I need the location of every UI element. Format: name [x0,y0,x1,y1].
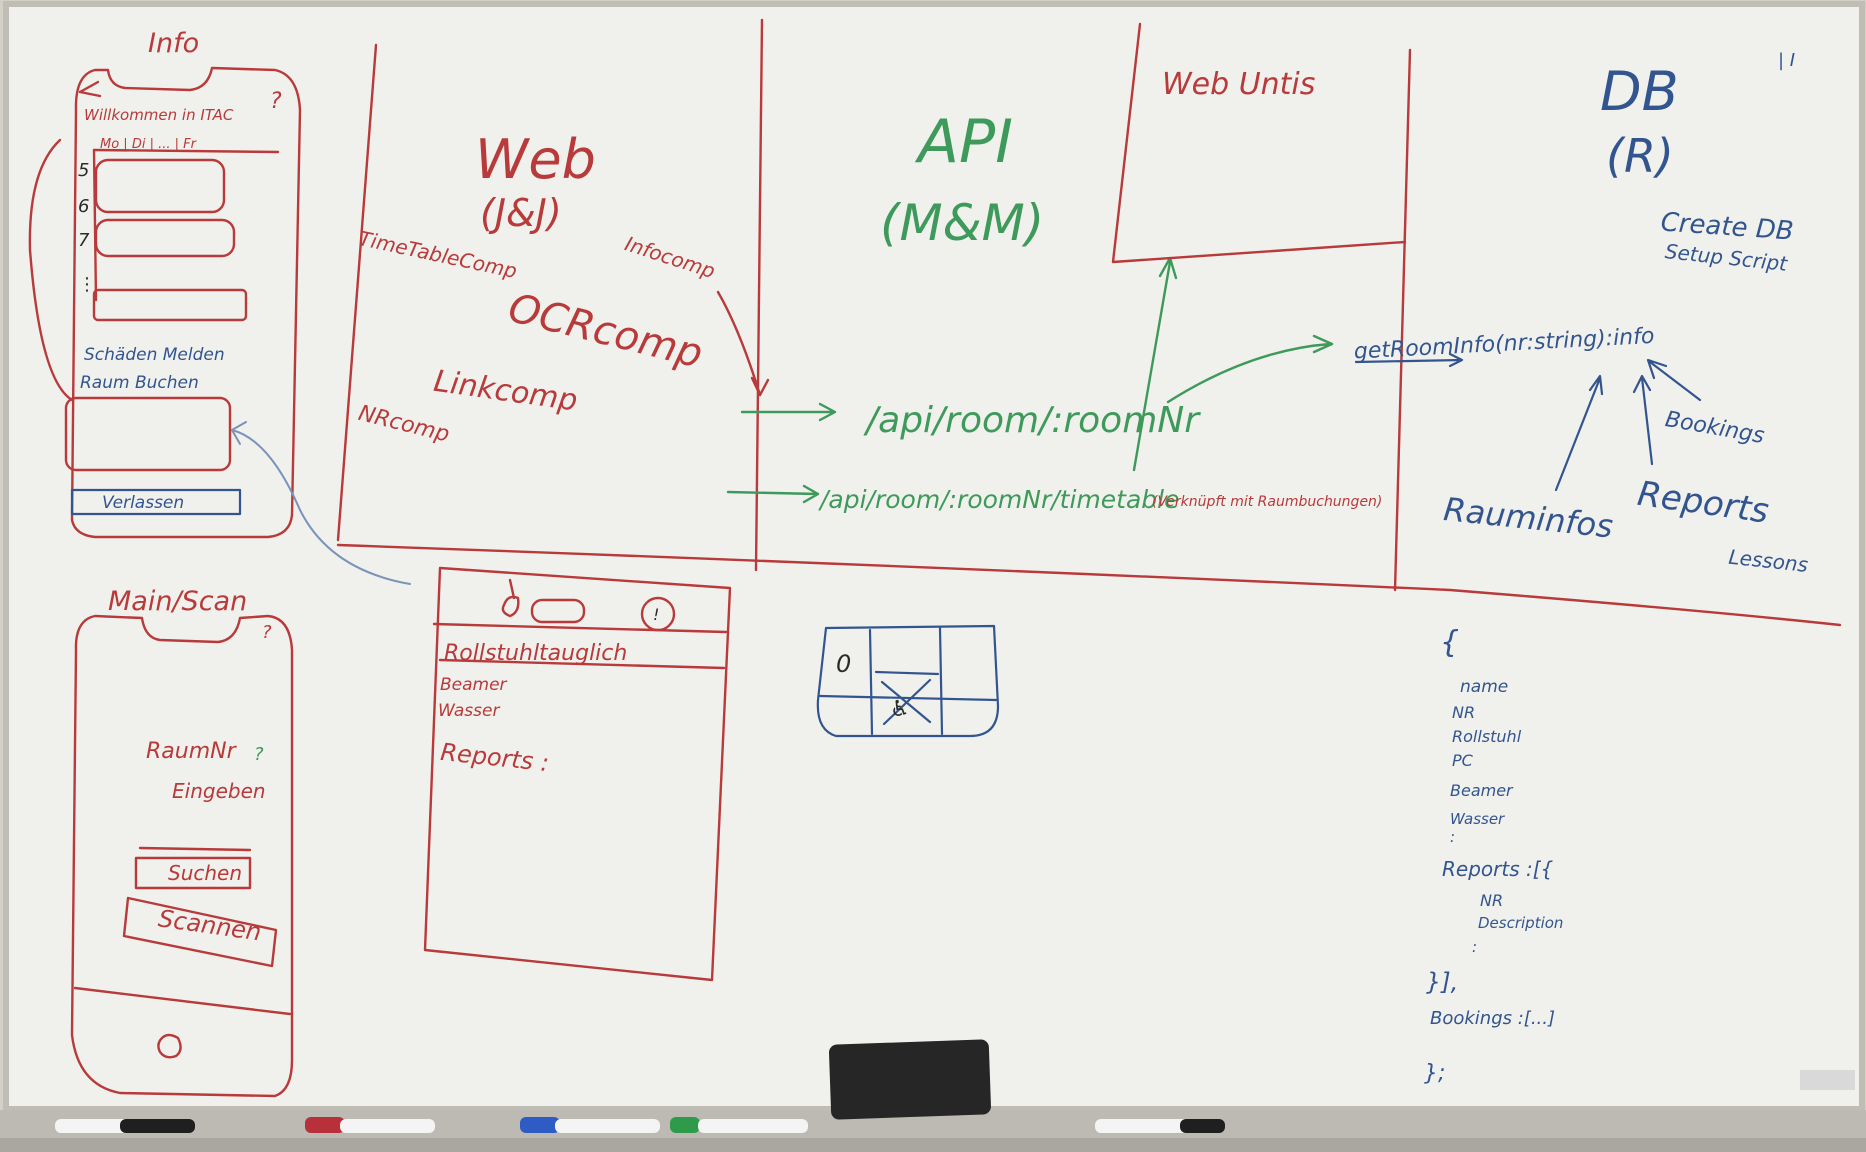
main-phone-sketch [70,614,294,1098]
tray-shadow [0,1138,1866,1152]
json-line-reports: Reports :[{ [1442,857,1554,881]
json-line-rollstuhl: Rollstuhl [1452,727,1522,746]
feature-icons-sketch [816,624,1000,738]
blue-marker [520,1117,660,1133]
room-endpoint: /api/room/:roomNr [863,400,1201,441]
room-detail-connector [231,429,411,585]
period-6: 6 [78,196,89,217]
timetable-note: (Verknüpft mit Raumbuchungen) [1152,494,1382,510]
svg-text:?: ? [254,744,264,765]
book-room-label: Raum Buchen [80,373,199,393]
json-line-report-nr: NR [1480,891,1503,910]
webuntis-title: Web Untis [1162,67,1315,102]
svg-text:?: ? [270,89,282,114]
web-title: Web [475,128,596,191]
svg-text:| I: | I [1778,50,1795,71]
timetable-endpoint: /api/room/:roomNr/timetable [818,485,1179,514]
web-owner: (J&J) [480,191,562,235]
board-brand-label [1800,1070,1855,1090]
info-welcome-text: Willkommen in ITAC [84,106,234,124]
json-line-description: Description [1478,914,1563,932]
webuntis-box [1111,22,1407,264]
json-line-reports-close: }], [1426,968,1458,996]
json-line-name: name [1460,677,1508,697]
api-title: API [914,107,1013,177]
api-to-db-arrow [1166,334,1334,404]
infocomp-arrow [716,290,762,397]
json-line-report-dots: : [1472,938,1477,956]
eraser [828,1039,991,1120]
info-title: Info [148,28,199,59]
json-structure: { name NR Rollstuhl PC Beamer Wasser : R… [1424,625,1563,1086]
timetable-endpoint-arrow [726,484,820,504]
water-drop-icon: 0 [836,650,851,678]
period-7: 7 [78,230,90,251]
json-line-nr: NR [1452,703,1475,722]
main-scan-title: Main/Scan [108,586,247,617]
alert-icon: ! [653,605,659,624]
feature-water: Wasser [438,701,500,721]
json-line-dots: : [1450,828,1455,846]
json-line-beamer: Beamer [1450,781,1514,800]
feature-wheelchair: Rollstuhltauglich [444,641,627,666]
json-line-wasser: Wasser [1450,810,1505,828]
period-more: ⋮ [78,274,96,295]
info-phone-sketch [28,66,302,539]
wheelchair-icon: ♿ [890,697,910,722]
json-line-close: }; [1424,1061,1445,1086]
rauminfos-arrow [1554,374,1604,492]
info-weekday-header: Mo | Di | ... | Fr [100,137,198,152]
api-owner: (M&M) [880,194,1044,252]
search-button: Suchen [168,861,242,885]
json-line-open: { [1440,625,1459,660]
period-5: 5 [78,160,89,181]
room-detail-sketch [423,566,732,982]
green-marker [670,1117,808,1133]
feature-beamer: Beamer [440,675,508,695]
section-dividers [336,18,1842,627]
enter-label: Eingeben [172,779,266,803]
black-marker [55,1119,195,1133]
room-endpoint-arrow [740,402,837,422]
db-owner: (R) [1606,129,1674,183]
second-black-marker [1095,1119,1225,1133]
json-line-bookings: Bookings :[...] [1430,1008,1555,1029]
bookings-arrow [1646,358,1702,402]
leave-button: Verlassen [102,493,184,513]
svg-text:?: ? [262,622,272,643]
report-damage-label: Schäden Melden [84,345,225,365]
reports-arrow [1632,374,1654,466]
room-nr-label: RaumNr [146,739,238,764]
db-title: DB [1600,60,1679,123]
json-line-pc: PC [1452,751,1474,770]
whiteboard-surface [3,1,1865,1112]
red-marker [305,1117,435,1133]
